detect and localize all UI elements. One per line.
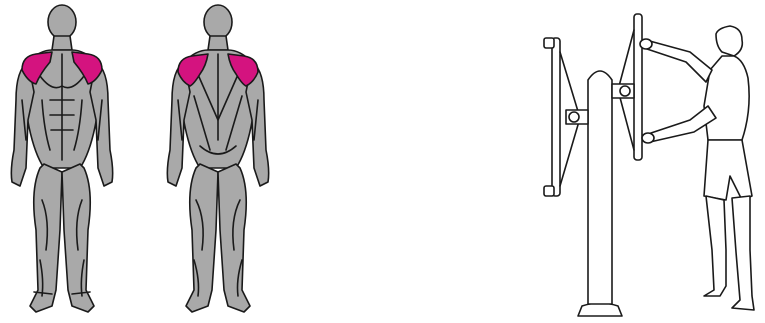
person-figure <box>640 26 754 310</box>
back-head <box>204 5 232 39</box>
body-front-figure <box>11 5 112 312</box>
person-front-leg <box>732 196 754 310</box>
person-lower-arm <box>648 106 716 142</box>
equipment-base <box>578 303 622 316</box>
equipment-pole <box>588 71 612 304</box>
shoulder-wheel-equipment <box>544 14 642 316</box>
front-neck <box>52 36 72 50</box>
back-neck <box>208 36 228 50</box>
person-head <box>716 26 742 56</box>
left-wheel <box>552 38 560 196</box>
front-head <box>48 5 76 39</box>
right-wheel <box>634 14 642 160</box>
person-shorts <box>704 140 752 200</box>
person-back-leg <box>704 196 726 296</box>
front-right-leg <box>62 164 94 312</box>
front-left-leg <box>30 164 62 312</box>
back-left-leg <box>186 164 218 312</box>
person-upper-arm <box>644 40 712 82</box>
body-back-figure <box>167 5 268 312</box>
back-right-leg <box>218 164 250 312</box>
